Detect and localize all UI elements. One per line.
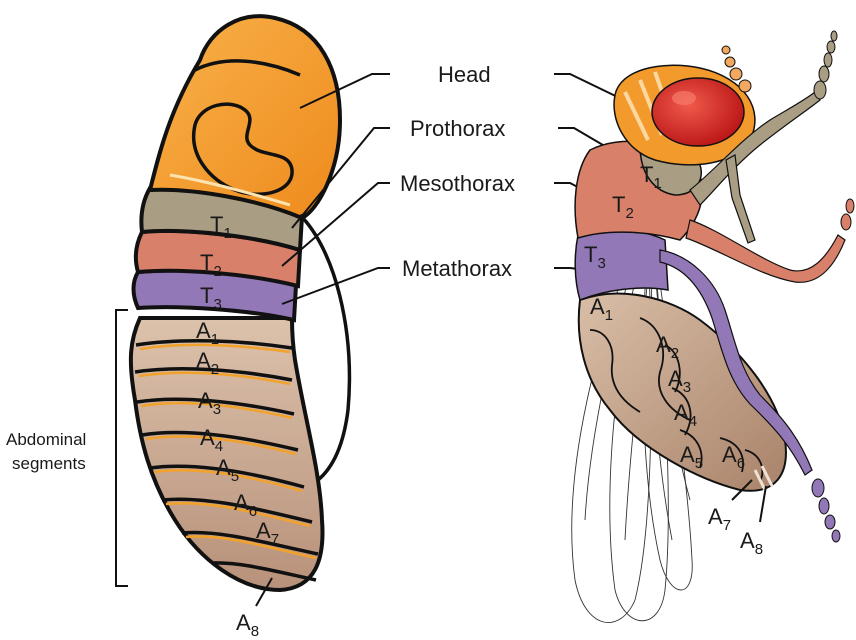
abdominal-label-line2: segments: [12, 454, 86, 473]
fly-eye: [652, 78, 744, 146]
fly-a8-leader: [760, 486, 766, 522]
fly-label-a8: A8: [740, 528, 763, 558]
fly-middle-leg: [686, 220, 845, 282]
fly-middle-leg-tip: [841, 199, 854, 230]
label-head: Head: [438, 62, 491, 87]
abdominal-label-line1: Abdominal: [6, 430, 86, 449]
fly-label-a7: A7: [708, 504, 731, 534]
pupa: T1 T2 T3 A1 A2 A3 A4 A5 A6 A7 A8 Abdomin…: [6, 16, 349, 640]
fly-antenna: [814, 31, 837, 99]
label-metathorax: Metathorax: [402, 256, 512, 281]
adult-fly: T1 T2 T3 A1 A2 A3 A4 A5 A6 A7 A8: [572, 31, 854, 623]
fly-eye-highlight: [672, 91, 696, 105]
fly-hind-leg-tip: [812, 479, 840, 542]
label-mesothorax: Mesothorax: [400, 171, 515, 196]
pupa-label-a8: A8: [236, 610, 259, 640]
fly-front-leg-2: [726, 155, 755, 243]
abdominal-bracket: [116, 310, 128, 586]
label-prothorax: Prothorax: [410, 116, 505, 141]
pupa-head: [150, 16, 340, 218]
